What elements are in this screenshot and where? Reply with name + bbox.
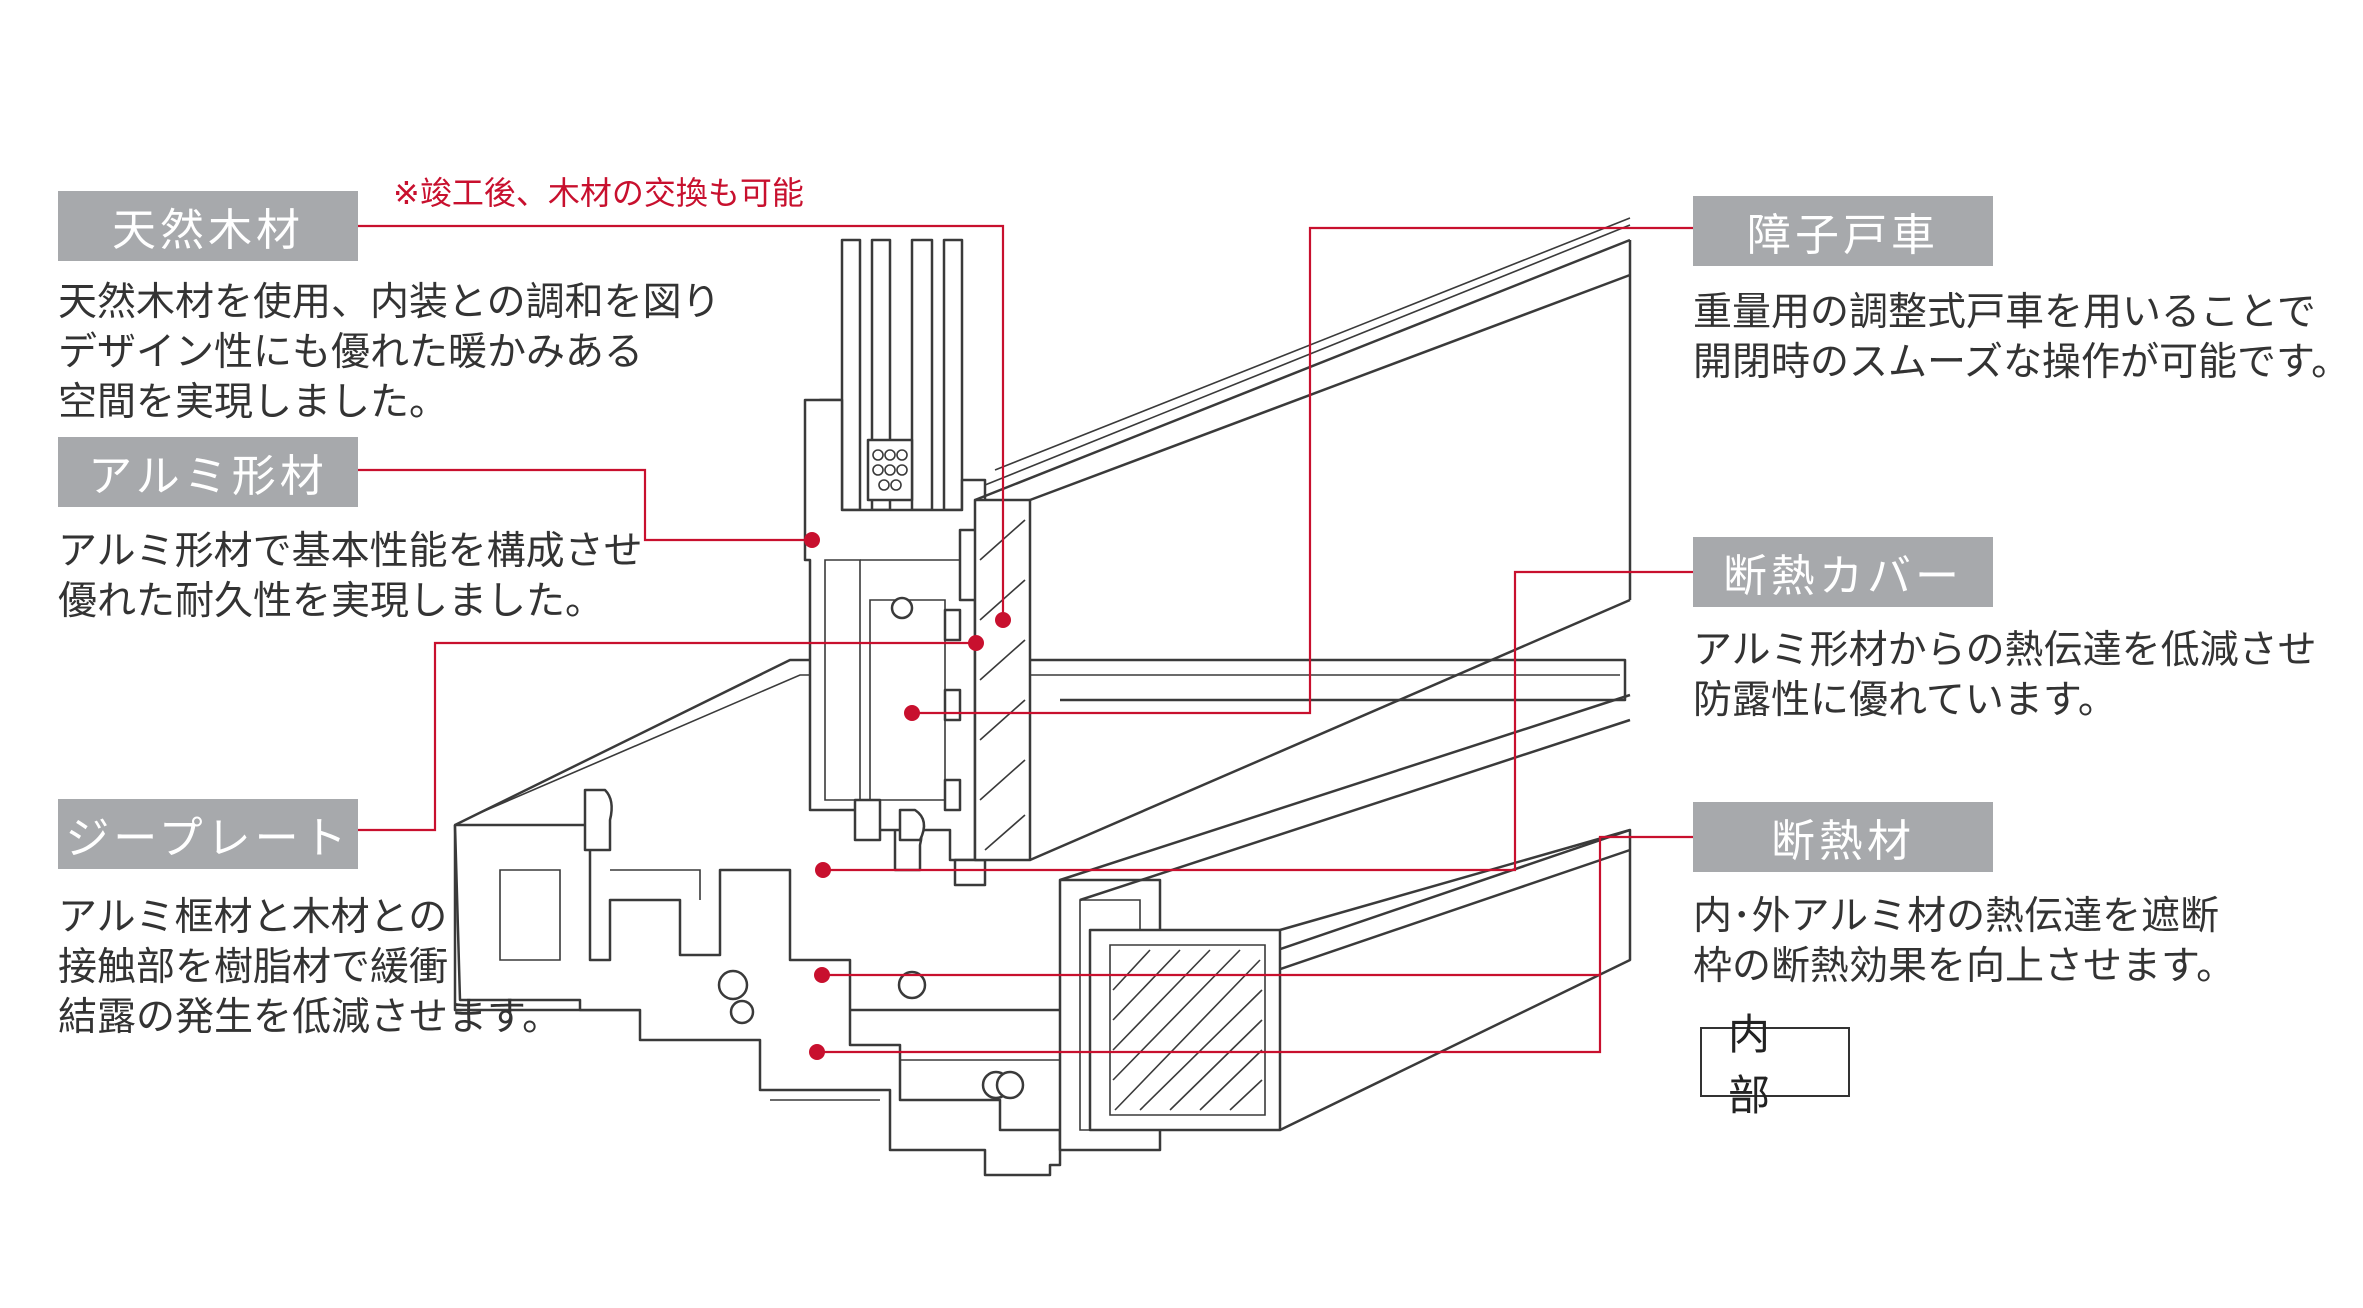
leader-lines <box>358 224 1693 1060</box>
desc-insulation-material: 内･外アルミ材の熱伝達を遮断 枠の断熱効果を向上させます。 <box>1693 894 2236 989</box>
desc-aluminum-profile: アルミ形材で基本性能を構成させ 優れた耐久性を実現しました。 <box>58 529 643 624</box>
sill-frame-profile <box>453 658 1627 1177</box>
label-insulation-material: 断熱材 <box>1693 802 1993 872</box>
interior-side-label: 内部 <box>1700 1010 1850 1120</box>
desc-natural-wood: 天然木材を使用、内装との調和を図り デザイン性にも優れた暖かみある 空間を実現し… <box>58 280 721 425</box>
sash-with-wood <box>803 217 1632 887</box>
desc-insulation-cover: アルミ形材からの熱伝達を低減させ 防露性に優れています。 <box>1693 628 2317 723</box>
label-door-roller: 障子戸車 <box>1693 196 1993 266</box>
label-g-plate: ジープレート <box>58 799 358 869</box>
wood-replaceable-note: ※竣工後、木材の交換も可能 <box>393 174 804 212</box>
label-insulation-cover: 断熱カバー <box>1693 537 1993 607</box>
insulation-block <box>1059 693 1632 1132</box>
label-aluminum-profile: アルミ形材 <box>58 437 358 507</box>
label-natural-wood: 天然木材 <box>58 191 358 261</box>
desc-g-plate: アルミ框材と木材との 接触部を樹脂材で緩衝 結露の発生を低減させます。 <box>58 895 562 1040</box>
desc-door-roller: 重量用の調整式戸車を用いることで 開閉時のスムーズな操作が可能です。 <box>1693 290 2351 385</box>
